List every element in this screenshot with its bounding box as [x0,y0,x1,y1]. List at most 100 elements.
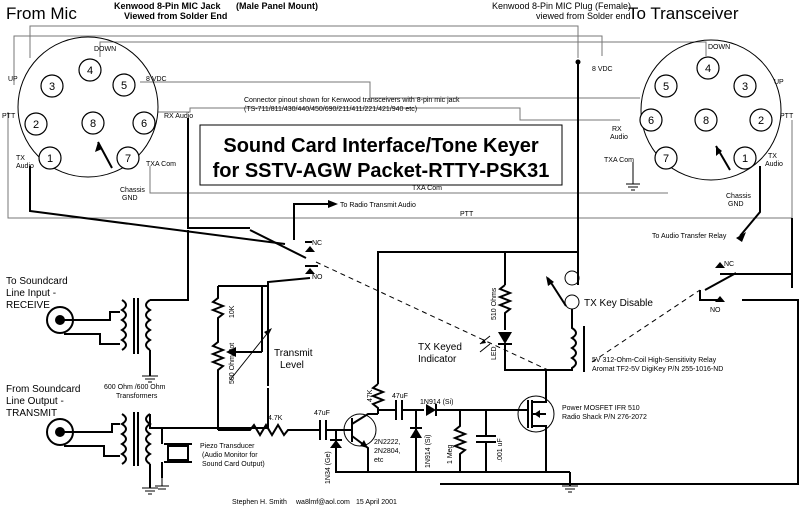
to-transceiver-header: To Transceiver [628,4,739,23]
label-transistor-1: 2N2222, [374,439,401,446]
left-pin-3: 3 [49,81,55,93]
plug-label: Kenwood 8-Pin MIC Plug (Female) [492,1,631,11]
footer-date: 15 April 2001 [356,499,397,506]
piezo-label-2: (Audio Monitor for [202,452,258,459]
label-1n914-a: 1N914 (Si) [420,399,453,406]
left-label-up: UP [8,76,18,83]
resistor-4k7 [218,423,310,437]
transistor-npn [343,413,378,472]
label-transmit-level-2: Level [280,360,304,371]
receive-transformer [120,298,152,354]
wire-no-to-pot [267,277,311,386]
bus-rx-audio-line [158,107,620,121]
wire-ptt-ground [440,299,799,485]
bus-txa-com-line [149,166,668,194]
resistor-510 [497,284,513,330]
right-pin-6: 6 [648,115,654,127]
receive-ground [142,375,158,383]
left-pin-1: 1 [47,153,53,165]
relay-coupling-right [591,289,701,363]
label-transistor-3: etc [374,457,384,464]
wire-ptt-relay [720,218,793,288]
left-pin-2: 2 [33,119,39,131]
label-pot-10k: 10K [229,305,236,318]
label-relay-1: 5V 312-Ohm-Coil High-Sensitivity Relay [592,357,717,364]
bus-label-ptt: PTT [460,211,474,218]
right-label-tx-audio: Audio [765,161,783,168]
right-label-up: UP [774,79,784,86]
transmit-label-3: TRANSMIT [6,408,57,419]
wire-right-tx-audio [739,166,761,237]
right-label-down: DOWN [708,44,730,51]
wire-mic-tx-audio [29,166,286,245]
power-mosfet [517,370,555,440]
transmit-level-pot [210,285,272,430]
right-pin-5: 5 [663,81,669,93]
transmit-ground [142,487,158,495]
wire-8vdc [377,62,579,384]
right-label-txa-com: TXA Com [604,157,634,164]
label-47uf-a: 47uF [314,410,330,417]
label-47k: 47K [367,389,374,402]
label-4k7: 4.7K [268,415,283,422]
diode-1n914-b [410,428,422,438]
label-tx-key-disable: TX Key Disable [584,298,653,309]
pinout-note-line1: Connector pinout shown for Kenwood trans… [244,97,460,104]
right-label-rx: RX [612,126,622,133]
right-label-tx: TX [768,153,777,160]
relay-coil [546,322,585,372]
left-mic-jack: 4 5 3 2 6 8 1 7 DOWN UP 8 VDC PTT RX Aud… [2,36,193,202]
right-mic-plug: 4 3 5 2 6 8 1 7 DOWN UP PTT RX Audio TXA… [604,39,794,208]
footer-author: Stephen H. Smith [232,499,287,506]
label-mosfet-1: Power MOSFET IFR 510 [562,405,640,412]
right-connector-ground [626,162,640,191]
xfmr-label-1: 600 Ohm /600 Ohm [104,384,166,391]
resistor-1meg [452,410,468,472]
mic-jack-label: Kenwood 8-Pin MIC Jack [114,1,222,11]
label-no2: NO [710,307,721,314]
label-tx-keyed-1: TX Keyed [418,342,462,353]
mic-jack-sub: Viewed from Solder End [124,11,227,21]
bus-ptt-line [7,112,793,219]
receive-label-2: Line Input - [6,288,56,299]
left-label-chassis: Chassis [120,187,145,194]
label-to-audio-transfer-relay: To Audio Transfer Relay [652,233,727,240]
label-pot-500: 500 Ohm Pot [229,343,236,384]
title-box [199,124,563,186]
right-pin-8: 8 [703,115,709,127]
relay-right-arm [704,272,737,291]
label-001uf: .001 uF [497,438,504,462]
bus-8vdc-line [140,81,640,99]
transmit-label-2: Line Output - [6,396,64,407]
label-nc: NC [312,240,322,247]
wire-radio-tx-audio [293,203,330,240]
cap-001uf [476,410,496,472]
diode-1n914-a [426,404,436,416]
label-relay-2: Aromat TF2-5V DigiKey P/N 255-1016-ND [592,366,723,373]
pinout-note-line2: (TS-711/811/430/440/450/690/211/411/221/… [244,106,417,113]
right-pin-4: 4 [705,63,711,75]
label-1meg: 1 Meg [447,444,454,464]
label-transistor-2: 2N2804, [374,448,401,455]
transmit-label-1: From Soundcard [6,384,80,395]
right-pin-1: 1 [742,153,748,165]
cap-47uf-collector [378,400,424,420]
cap-47uf-input [310,420,348,440]
label-mosfet-2: Radio Shack P/N 276-2072 [562,414,647,421]
left-pin-5: 5 [121,80,127,92]
from-mic-header: From Mic [6,4,77,23]
right-label-rx-audio: Audio [610,134,628,141]
receive-label-3: RECEIVE [6,300,50,311]
label-to-radio-tx-audio: To Radio Transmit Audio [340,202,416,209]
bus-label-txa-com: TXA Com [412,185,442,192]
label-transmit-level-1: Transmit [274,348,313,359]
right-pin-3: 3 [742,81,748,93]
tx-key-disable-switch[interactable] [546,270,580,322]
left-label-down: DOWN [94,46,116,53]
label-47uf-b: 47uF [392,393,408,400]
label-nc2: NC [724,261,734,268]
right-label-gnd: GND [728,201,744,208]
label-led: LED [491,346,498,360]
